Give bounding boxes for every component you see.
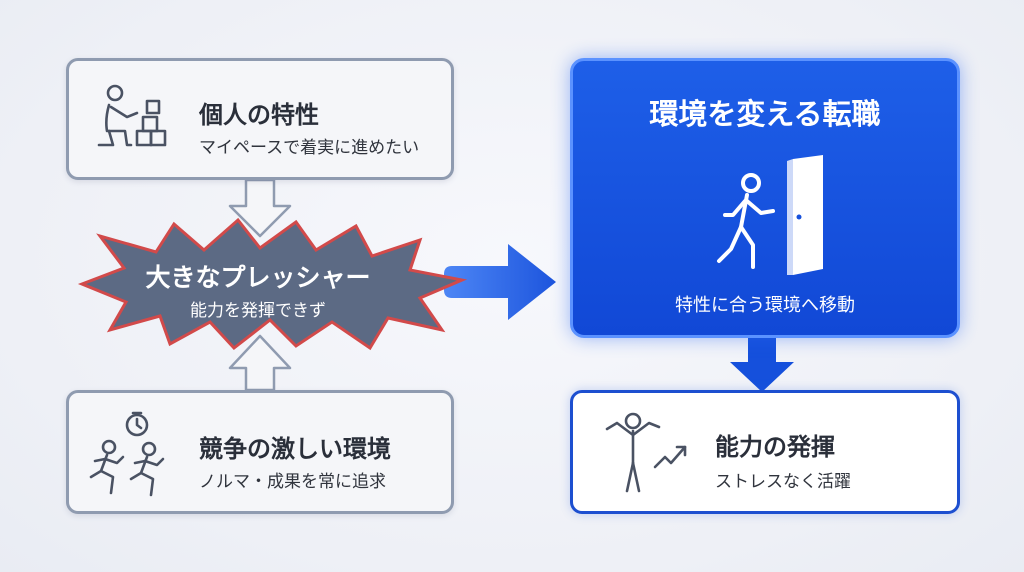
- ability-title: 能力の発揮: [715, 433, 835, 461]
- person-raising-arms-growth-icon: [605, 412, 687, 493]
- running-people-stopwatch-icon: [89, 411, 165, 497]
- pressure-burst: [77, 217, 468, 351]
- person-stacking-blocks-icon: [97, 84, 167, 147]
- career-change-subtitle: 特性に合う環境へ移動: [675, 295, 855, 316]
- career-change-title: 環境を変える転職: [649, 97, 881, 131]
- up-arrow-gray-bottom: [228, 334, 292, 392]
- competitive-environment-subtitle: ノルマ・成果を常に追求: [199, 472, 386, 492]
- down-arrow-blue: [730, 336, 794, 392]
- competitive-environment-title: 競争の激しい環境: [199, 435, 391, 463]
- right-arrow-blue: [444, 244, 556, 320]
- career-change-box: 環境を変える転職 特性に合う環境へ移動: [570, 58, 960, 338]
- pressure-title: 大きなプレッシャー: [145, 263, 371, 292]
- pressure-subtitle: 能力を発揮できず: [190, 301, 326, 321]
- personal-traits-box: 個人の特性 マイペースで着実に進めたい: [66, 58, 454, 180]
- personal-traits-title: 個人の特性: [199, 101, 319, 129]
- down-arrow-gray-top: [228, 178, 292, 238]
- person-walking-through-door-icon: [717, 155, 823, 275]
- personal-traits-subtitle: マイペースで着実に進めたい: [199, 138, 420, 158]
- competitive-environment-box: 競争の激しい環境 ノルマ・成果を常に追求: [66, 390, 454, 514]
- ability-subtitle: ストレスなく活躍: [715, 472, 851, 492]
- ability-box: 能力の発揮 ストレスなく活躍: [570, 390, 960, 514]
